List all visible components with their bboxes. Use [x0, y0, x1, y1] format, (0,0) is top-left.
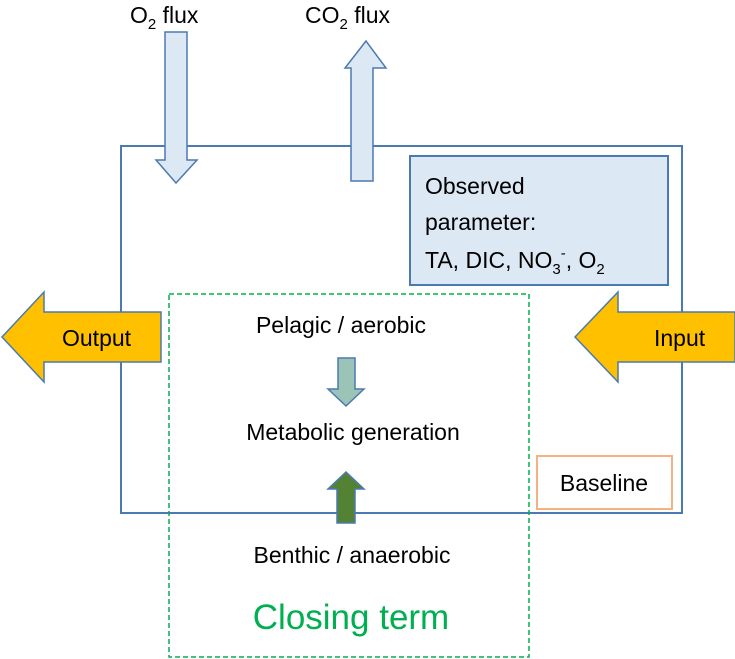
- baseline-label: Baseline: [560, 470, 648, 496]
- benthic-up-arrow: [326, 470, 366, 524]
- observed-line-3: TA, DIC, NO3-, O2: [425, 245, 605, 278]
- output-label: Output: [62, 325, 132, 351]
- pelagic-down-arrow: [326, 357, 366, 408]
- co2-flux-arrow: [343, 39, 388, 182]
- observed-parameter-box: [409, 155, 669, 286]
- closing-term-label: Closing term: [253, 598, 449, 637]
- baseline-box: [536, 455, 673, 510]
- closing-term-box: [168, 293, 530, 658]
- co2-flux-label: CO2 flux: [305, 2, 391, 33]
- input-label: Input: [654, 325, 706, 351]
- observed-line-2: parameter:: [425, 209, 536, 235]
- benthic-label: Benthic / anaerobic: [254, 542, 451, 568]
- pelagic-label: Pelagic / aerobic: [256, 312, 426, 338]
- input-arrow: [573, 290, 735, 384]
- o2-flux-arrow: [154, 31, 199, 185]
- output-arrow: [0, 290, 162, 384]
- observed-line-1: Observed: [425, 173, 525, 199]
- o2-flux-label: O2 flux: [130, 2, 199, 33]
- metabolic-label: Metabolic generation: [246, 419, 460, 445]
